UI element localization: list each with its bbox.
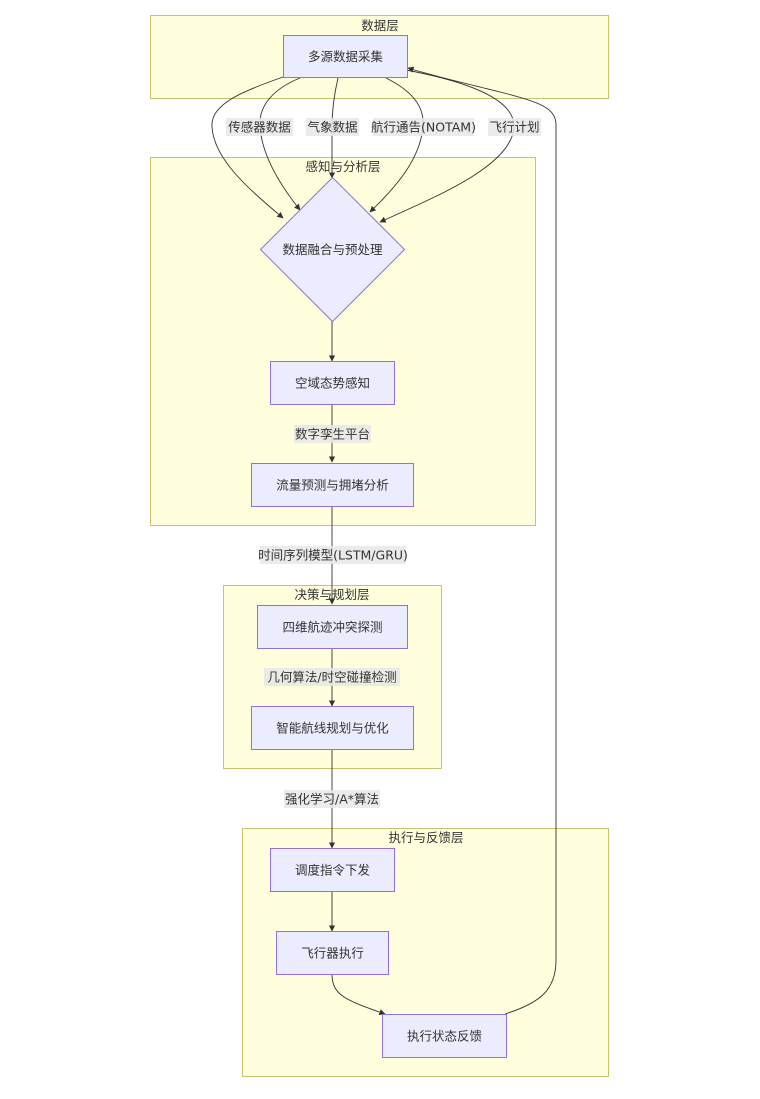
svg-text:数字孪生平台: 数字孪生平台 xyxy=(295,427,370,442)
svg-text:飞行计划: 飞行计划 xyxy=(489,120,539,135)
edge-label-geometry: 几何算法/时空碰撞检测 xyxy=(264,668,400,686)
node-dispatch[interactable]: 调度指令下发 xyxy=(270,848,395,892)
edge-label-rl-astar: 强化学习/A*算法 xyxy=(284,790,380,808)
svg-text:传感器数据: 传感器数据 xyxy=(228,120,291,135)
edge-aircraft-to-feedback xyxy=(331,973,386,1016)
svg-text:多源数据采集: 多源数据采集 xyxy=(308,49,384,64)
svg-text:空域态势感知: 空域态势感知 xyxy=(295,376,370,391)
node-flow-predict[interactable]: 流量预测与拥堵分析 xyxy=(251,463,414,507)
edge-feedback-to-source xyxy=(407,66,557,1015)
edge-label-sensor-data: 传感器数据 xyxy=(226,118,293,136)
svg-text:调度指令下发: 调度指令下发 xyxy=(295,863,371,878)
cluster-label: 数据层 xyxy=(361,18,399,33)
svg-text:航行通告(NOTAM): 航行通告(NOTAM) xyxy=(371,120,476,135)
node-aircraft-exec[interactable]: 飞行器执行 xyxy=(276,931,389,975)
node-situation[interactable]: 空域态势感知 xyxy=(270,361,395,405)
svg-text:智能航线规划与优化: 智能航线规划与优化 xyxy=(276,721,389,736)
svg-text:时间序列模型(LSTM/GRU): 时间序列模型(LSTM/GRU) xyxy=(258,548,408,563)
svg-text:四维航迹冲突探测: 四维航迹冲突探测 xyxy=(282,620,382,635)
edge-sensor-data xyxy=(211,76,284,219)
svg-text:数据融合与预处理: 数据融合与预处理 xyxy=(282,242,383,257)
cluster-label: 感知与分析层 xyxy=(305,159,380,174)
node-conflict[interactable]: 四维航迹冲突探测 xyxy=(257,605,408,649)
node-fusion[interactable]: 数据融合与预处理 xyxy=(259,176,406,323)
cluster-label: 执行与反馈层 xyxy=(388,830,463,845)
edge-label-flight-plan: 飞行计划 xyxy=(488,118,541,136)
edge-label-lstm-gru: 时间序列模型(LSTM/GRU) xyxy=(258,546,408,564)
svg-text:飞行器执行: 飞行器执行 xyxy=(301,946,364,961)
svg-text:强化学习/A*算法: 强化学习/A*算法 xyxy=(285,792,379,807)
svg-text:流量预测与拥堵分析: 流量预测与拥堵分析 xyxy=(276,478,389,493)
svg-text:气象数据: 气象数据 xyxy=(307,120,357,135)
node-feedback[interactable]: 执行状态反馈 xyxy=(382,1014,507,1058)
edge-label-digital-twin: 数字孪生平台 xyxy=(294,425,371,443)
edge-label-notam: 航行通告(NOTAM) xyxy=(371,118,476,136)
edge-label-weather-data: 气象数据 xyxy=(306,118,359,136)
node-route-plan[interactable]: 智能航线规划与优化 xyxy=(251,706,414,750)
svg-text:执行状态反馈: 执行状态反馈 xyxy=(407,1029,482,1044)
node-multi-source[interactable]: 多源数据采集 xyxy=(283,35,408,78)
svg-text:几何算法/时空碰撞检测: 几何算法/时空碰撞检测 xyxy=(267,670,396,685)
